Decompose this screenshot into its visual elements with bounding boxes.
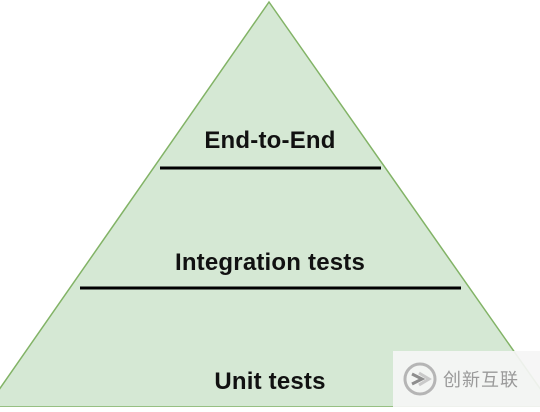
watermark: 创新互联 [393,351,540,407]
watermark-text: 创新互联 [443,370,519,391]
level-label-integration: Integration tests [174,249,366,276]
level-label-end-to-end: End-to-End [204,127,336,154]
level-label-unit: Unit tests [214,368,326,395]
swoosh-logo-icon [403,362,437,396]
